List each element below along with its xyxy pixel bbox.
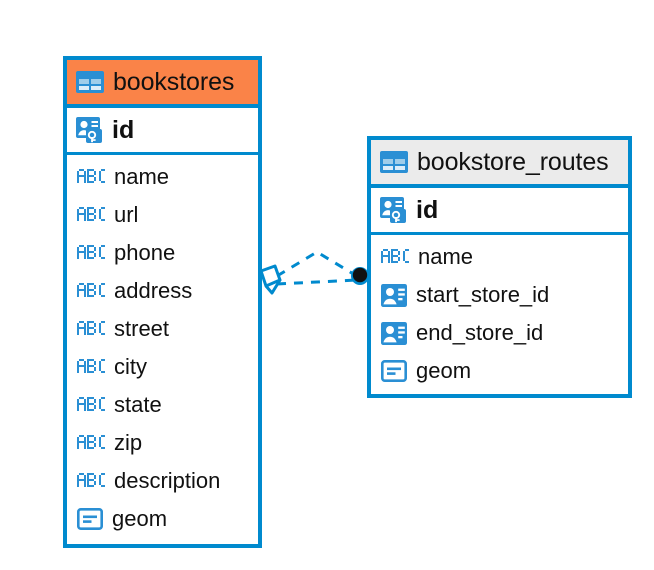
field-label-url: url	[114, 202, 139, 227]
field-label-id: id	[112, 115, 135, 144]
primary-key-icon	[380, 196, 408, 224]
entity-bookstore-routes-title: bookstore_routes	[417, 147, 609, 176]
table-row[interactable]: name	[67, 158, 258, 196]
entity-bookstores-header[interactable]: bookstores	[67, 60, 258, 108]
field-label-street: street	[114, 316, 170, 341]
field-label-address: address	[114, 278, 193, 303]
relationship-connector[interactable]	[255, 240, 380, 315]
table-icon	[76, 71, 104, 93]
foreign-key-icon	[381, 283, 407, 307]
table-row[interactable]: url	[67, 196, 258, 234]
abc-text-icon	[77, 321, 105, 337]
table-row[interactable]: end_store_id	[371, 314, 628, 352]
table-row[interactable]: geom	[67, 500, 258, 538]
abc-text-icon	[77, 435, 105, 451]
field-row-id[interactable]: id	[67, 108, 258, 155]
primary-key-icon	[76, 116, 104, 144]
abc-text-icon	[77, 473, 105, 489]
table-row[interactable]: name	[371, 238, 628, 276]
field-row-id[interactable]: id	[371, 188, 628, 235]
entity-bookstores-attributes: name u	[67, 155, 258, 538]
abc-text-icon	[77, 245, 105, 261]
field-label-state: state	[114, 392, 162, 417]
field-label-geom: geom	[112, 506, 168, 531]
table-row[interactable]: state	[67, 386, 258, 424]
connector-endpoint-diamond	[259, 264, 282, 295]
field-label-phone: phone	[114, 240, 176, 265]
entity-bookstore-routes-attributes: name start_store_id	[371, 235, 628, 390]
field-label-description: description	[114, 468, 221, 493]
connector-line-upper	[276, 250, 361, 280]
entity-bookstore-routes-header[interactable]: bookstore_routes	[371, 140, 628, 188]
entity-bookstores-title: bookstores	[113, 67, 235, 96]
table-row[interactable]: start_store_id	[371, 276, 628, 314]
abc-text-icon	[77, 283, 105, 299]
entity-bookstore-routes[interactable]: bookstore_routes id	[367, 136, 632, 398]
table-row[interactable]: geom	[371, 352, 628, 390]
field-label-city: city	[114, 354, 147, 379]
geometry-icon	[381, 360, 407, 382]
entity-bookstores[interactable]: bookstores id	[63, 56, 262, 548]
abc-text-icon	[77, 207, 105, 223]
field-label-name: name	[114, 164, 170, 189]
table-row[interactable]: street	[67, 310, 258, 348]
abc-text-icon	[77, 359, 105, 375]
table-row[interactable]: city	[67, 348, 258, 386]
geometry-icon	[77, 508, 103, 530]
foreign-key-icon	[381, 321, 407, 345]
table-icon	[380, 151, 408, 173]
field-label-end-store-id: end_store_id	[416, 320, 544, 345]
table-row[interactable]: zip	[67, 424, 258, 462]
field-label-name: name	[418, 244, 474, 269]
abc-text-icon	[77, 397, 105, 413]
connector-line-lower	[276, 278, 358, 286]
field-label-start-store-id: start_store_id	[416, 282, 550, 307]
field-label-id: id	[416, 195, 439, 224]
abc-text-icon	[381, 249, 409, 265]
field-label-geom: geom	[416, 358, 472, 383]
table-row[interactable]: phone	[67, 234, 258, 272]
table-row[interactable]: address	[67, 272, 258, 310]
abc-text-icon	[77, 169, 105, 185]
field-label-zip: zip	[114, 430, 143, 455]
table-row[interactable]: description	[67, 462, 258, 500]
